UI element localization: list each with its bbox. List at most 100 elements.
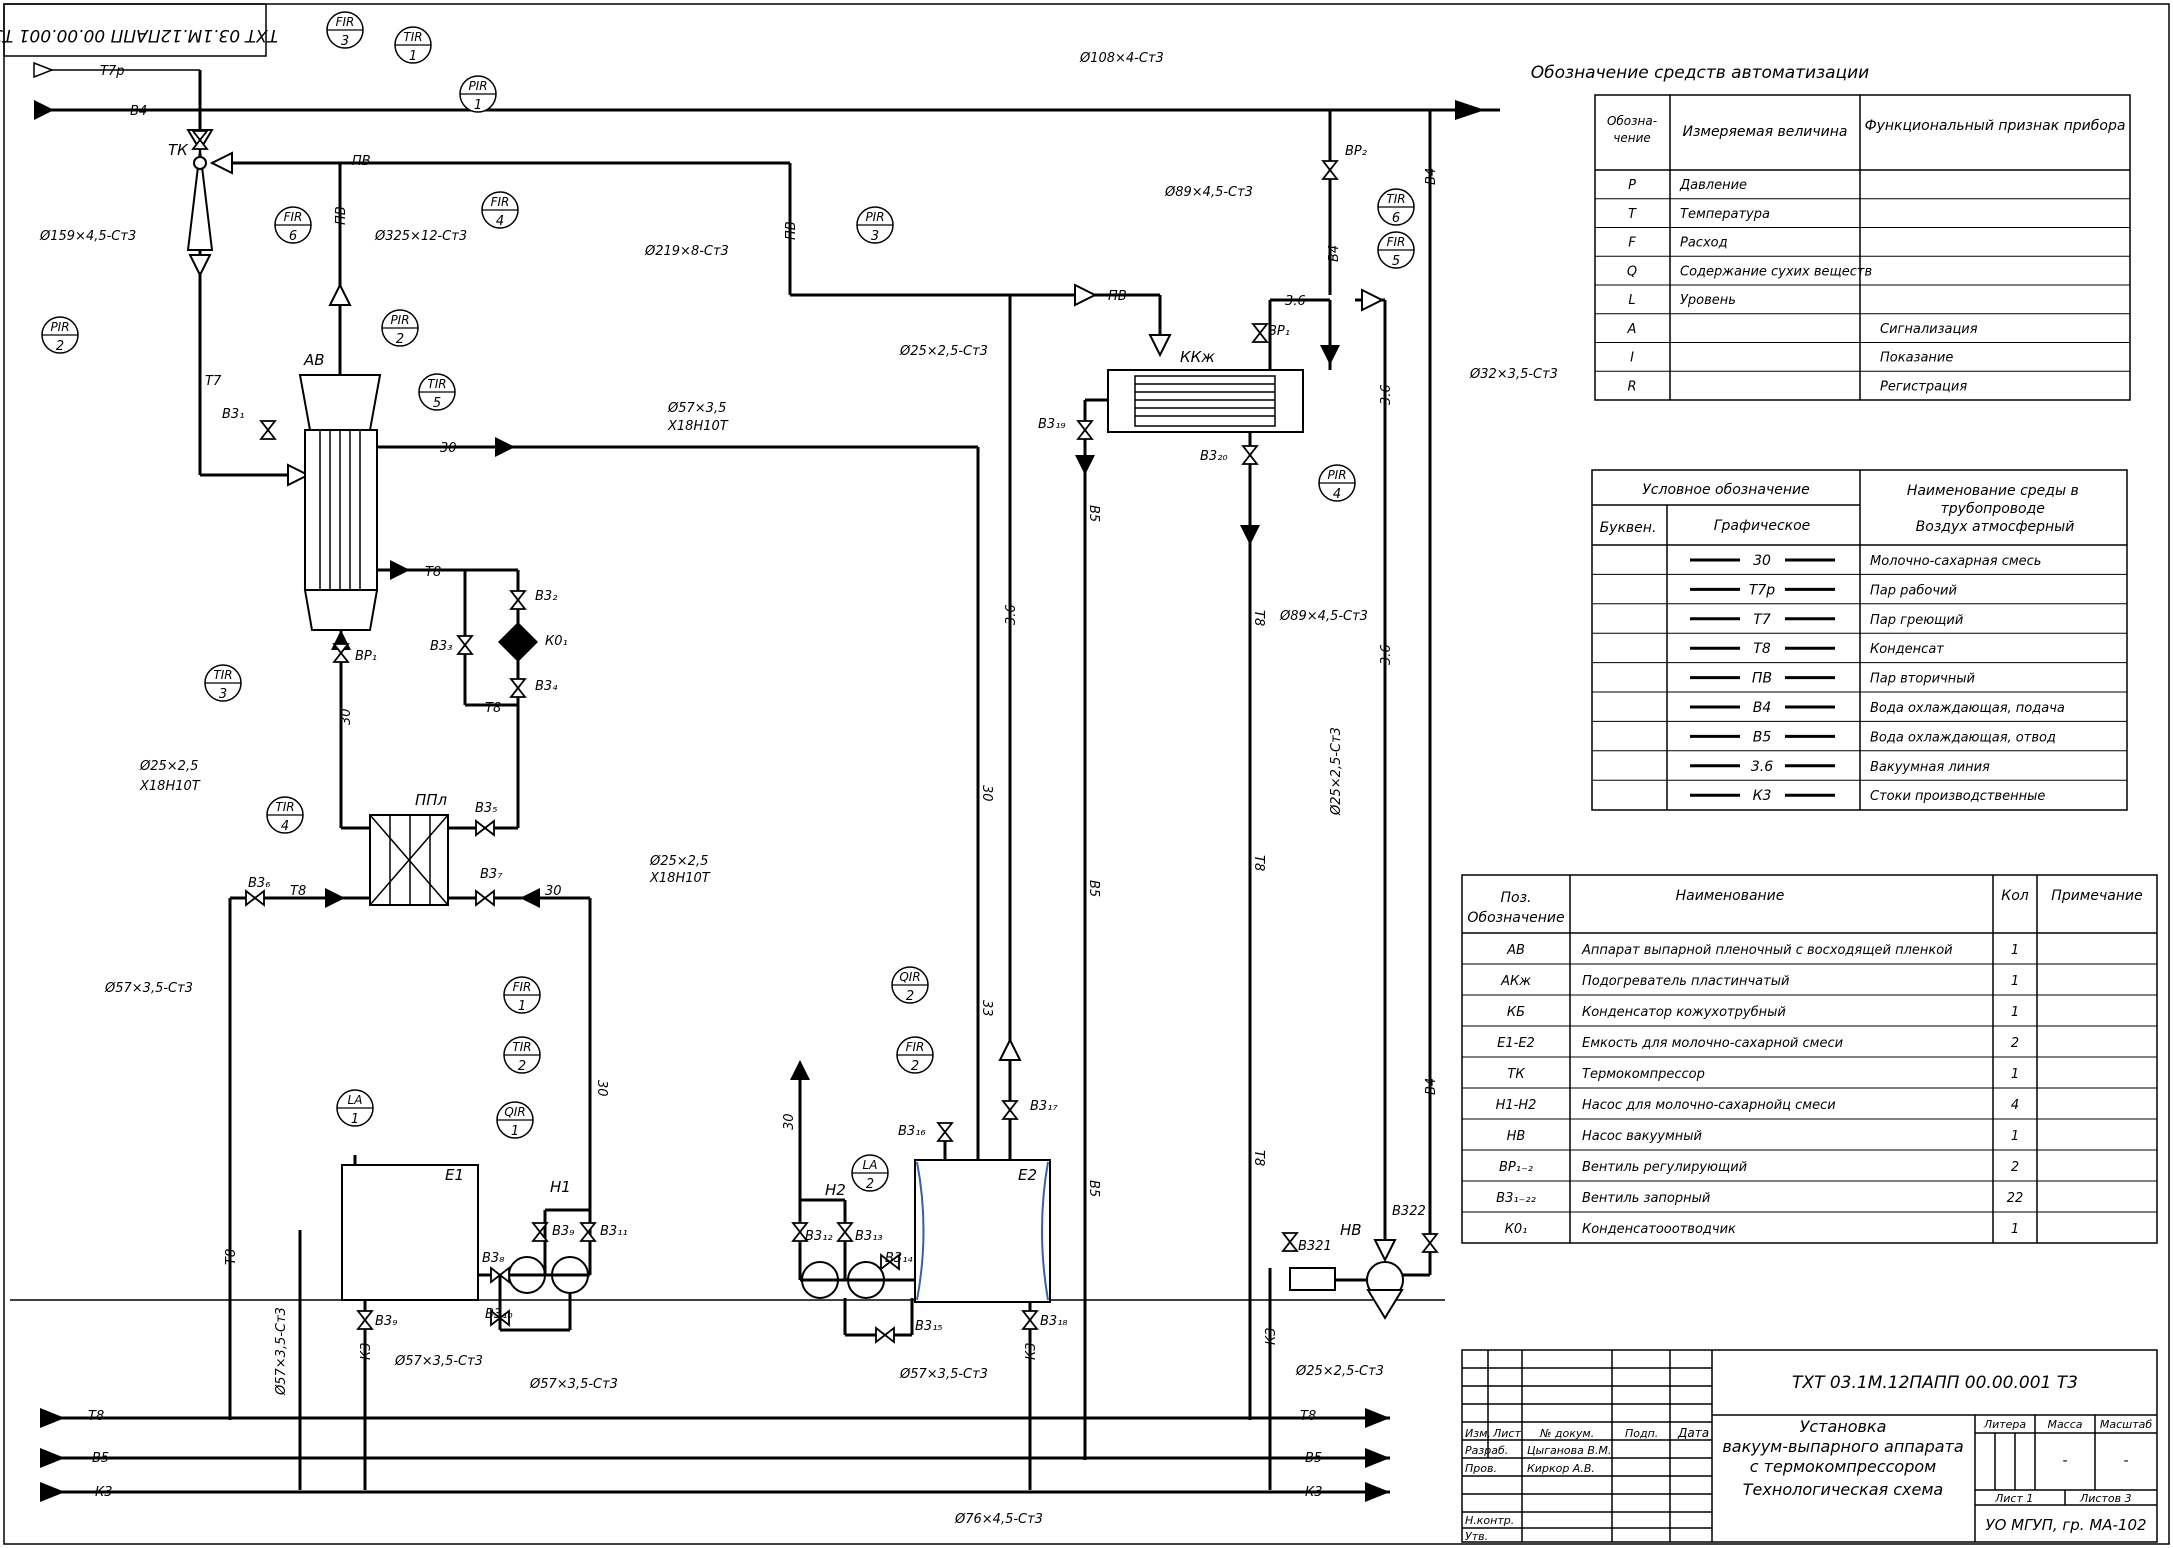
tk-center [193,156,207,170]
lbl-v34: В3₄ [535,679,558,694]
instrument-number: 1 [474,98,482,113]
media-name: Вакуумная линия [1870,760,1990,775]
t7-arrow [188,254,212,278]
tb-sign: Подп. [1625,1427,1658,1440]
valve-17 [791,1222,809,1242]
instrument-fir5: FIR 5 [1377,231,1415,269]
equip-cell: Вентиль регулирующий [1582,1160,1747,1175]
instrument-number: 1 [409,49,417,64]
tb-title-2: с термокомпрессором [1750,1457,1936,1476]
lbl-n36d: 3.6 [1379,644,1394,665]
instrument-code: FIR [284,210,303,224]
lbl-k01: К0₁ [545,634,568,649]
media-head-name: Наименование среды в трубопроводе Воздух… [1907,483,2083,535]
lbl-d25y: Ø25×2,5 [649,854,708,869]
lbl-bt8l: Т8 [88,1409,104,1424]
auto-cell: Температура [1680,207,1770,222]
equip-head-1: Наименование [1676,888,1785,904]
lbl-d57x: Ø57×3,5 [667,401,726,416]
instrument-code: TIR [213,668,232,682]
lbl-pv-vert: ПВ [334,206,349,225]
h2-30-arrow [790,1060,810,1080]
instrument-number: 1 [518,999,526,1014]
plate-heater-ppl [369,814,449,906]
instrument-number: 6 [1392,211,1400,226]
equip-cell: ВР₁₋₂ [1499,1160,1533,1175]
instrument-number: 2 [396,332,404,347]
equip-cell: АВ [1506,943,1525,958]
equip-head-0a: Поз. [1501,890,1532,906]
lbl-d76: Ø76×4,5-Ст3 [954,1512,1043,1527]
instrument-number: 4 [1333,487,1341,502]
tb-sheets: Листов 3 [2079,1492,2132,1505]
instrument-number: 5 [1392,254,1400,269]
valve-8 [245,889,265,907]
media-name: Стоки производственные [1870,789,2045,804]
instrument-number: 5 [433,396,441,411]
instrument-number: 4 [281,819,289,834]
lbl-pv-vert2: ПВ [784,221,799,240]
stamp-text: ТХТ 03.1М.12ПАПП 00.00.001 Т3 [0,25,278,45]
instrument-number: 1 [511,1124,519,1139]
valve-19 [880,1253,900,1271]
pv-arrow-right [1074,283,1098,307]
media-code: 3.6 [1751,759,1773,775]
lbl-v33: В3₃ [430,639,452,654]
lbl-v39b: В3₉ [375,1314,397,1329]
lbl-x18: Х18Н10Т [667,419,729,434]
equipment-spec: Поз. Обозначение Наименование Кол Примеч… [1461,874,2158,1244]
lbl-pv2: ПВ [1108,289,1127,304]
instrument-code: PIR [468,79,487,93]
lbl-d25g: Ø25×2,5-Ст3 [1295,1364,1384,1379]
media-name: Конденсат [1870,642,1944,657]
lbl-pv: ПВ [352,154,371,169]
instrument-number: 1 [351,1112,359,1127]
equip-head-3: Примечание [2051,888,2142,904]
valve-23 [1241,445,1259,465]
lbl-t8: Т8 [425,565,441,580]
instrument-number: 3 [219,687,227,702]
automation-legend: Обозначение средств автоматизации Обозна… [1531,63,2131,401]
tb-org: УО МГУП, гр. МА-102 [1985,1516,2146,1534]
instrument-code: PIR [1327,468,1346,482]
equip-cell: Подогреватель пластинчатый [1582,974,1789,989]
lbl-x18c: Х18Н10Т [649,871,711,886]
lbl-d325: Ø325×12-Ст3 [374,229,467,244]
lbl-v310: В3₁₀ [485,1307,513,1322]
instrument-code: PIR [865,210,884,224]
lbl-v314: В3₁₄ [885,1251,913,1266]
auto-cell: Регистрация [1880,379,1967,394]
lbl-t7p: Т7р [100,64,124,79]
equip-head-0b: Обозначение [1467,910,1564,926]
lbl-t8-left: Т8 [224,1249,239,1265]
pipe-30-arrow [495,437,515,457]
media-name: Вода охлаждающая, отвод [1870,730,2056,745]
equip-cell: ТК [1507,1067,1525,1082]
auto-cell: Q [1627,264,1637,279]
equip-cell: КБ [1507,1005,1525,1020]
lbl-v318: В3₁₈ [1040,1314,1068,1329]
lbl-d57s: Ø57×3,5-Ст3 [104,981,193,996]
auto-cell: Расход [1680,236,1728,251]
auto-cell: Сигнализация [1880,322,1978,337]
valve-12 [490,1266,510,1284]
lbl-v312: В3₁₂ [805,1229,833,1244]
instrument-number: 2 [56,339,64,354]
title-block: Изм. Лист № докум. Подп. Дата Разраб. Цы… [1461,1349,2158,1543]
lbl-d108: Ø108×4-Ст3 [1079,51,1164,66]
valve-24 [1251,323,1269,343]
equip-cell: 1 [2011,1129,2019,1144]
lbl-tk: ТК [168,141,189,159]
lbl-d89b: Ø89×4,5-Ст3 [1279,609,1368,624]
instrument-number: 6 [289,229,297,244]
equip-cell: Н1-Н2 [1496,1098,1537,1113]
instrument-code: FIR [1387,235,1406,249]
equip-cell: Конденсатооотводчик [1582,1222,1736,1237]
lbl-d25e: Ø25×2,5-Ст3 [899,344,988,359]
lbl-d25x: Ø25×2,5 [139,759,198,774]
lbl-v317: В3₁₇ [1030,1099,1058,1114]
